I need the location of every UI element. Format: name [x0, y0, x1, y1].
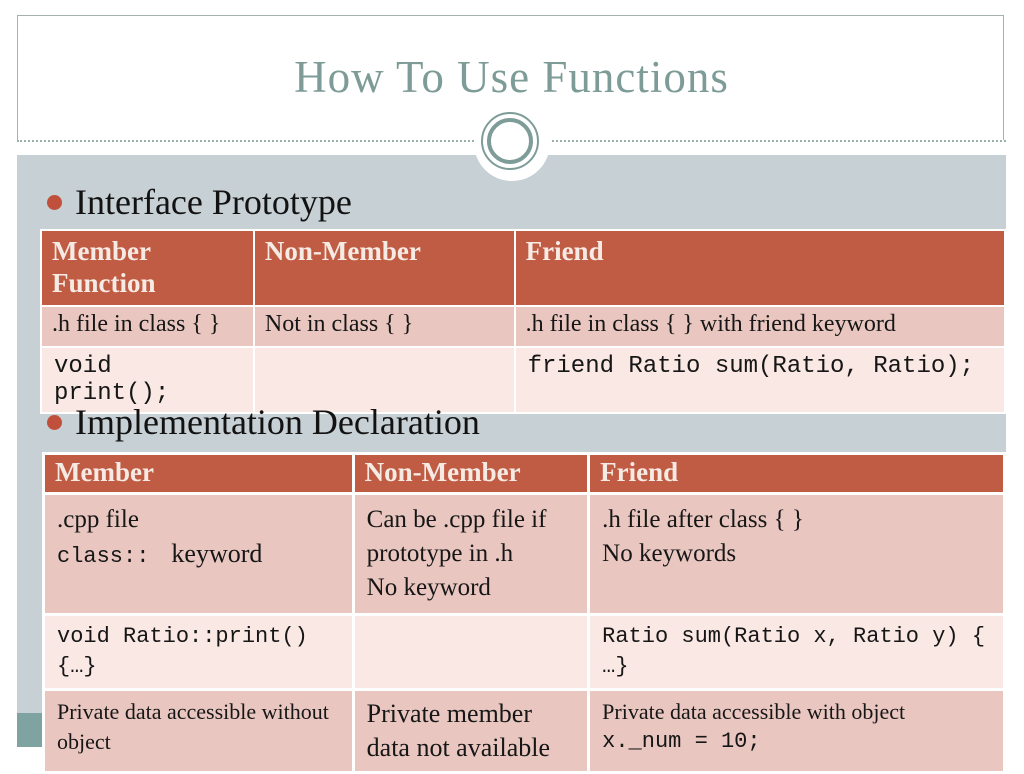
column-header-member: Member — [45, 455, 352, 492]
column-header-non-member: Non-Member — [254, 231, 514, 305]
section-heading-implementation-declaration: Implementation Declaration — [47, 402, 480, 443]
table-cell: Not in class { } — [254, 306, 514, 346]
table-row: void print(); friend Ratio sum(Ratio, Ra… — [42, 347, 1004, 412]
slide: How To Use Functions Interface Prototype… — [17, 15, 1006, 774]
cell-line: No keyword — [366, 574, 491, 601]
table-cell-code: void Ratio::print() {…} — [45, 616, 352, 688]
section-heading-label: Interface Prototype — [75, 182, 352, 222]
table-cell: Can be .cpp file if prototype in .h No k… — [354, 495, 588, 613]
bullet-icon — [47, 415, 62, 431]
column-header-non-member: Non-Member — [354, 455, 588, 492]
table-cell: .h file in class { } — [42, 306, 253, 346]
cell-line: Ratio sum(Ratio x, Ratio y) { — [602, 624, 986, 649]
implementation-declaration-table: Member Non-Member Friend .cpp file class… — [42, 452, 1006, 774]
table-cell: .cpp file class::keyword — [45, 495, 352, 613]
cell-line: .cpp file — [57, 506, 139, 533]
slide-title: How To Use Functions — [294, 52, 729, 102]
code-span: class:: — [57, 544, 150, 569]
cell-line: .h file after class { } — [602, 506, 804, 533]
cell-line: class::keyword — [57, 537, 340, 574]
interface-prototype-table: Member Function Non-Member Friend .h fil… — [40, 229, 1006, 414]
table-cell-code: Ratio sum(Ratio x, Ratio y) { …} — [590, 616, 1003, 688]
column-header-friend: Friend — [515, 231, 1004, 305]
text-span: keyword — [171, 539, 263, 568]
column-header-friend: Friend — [590, 455, 1003, 492]
table-row: void Ratio::print() {…} Ratio sum(Ratio … — [45, 616, 1003, 688]
cell-line: Private data accessible with object — [602, 699, 906, 724]
cell-line: No keywords — [602, 540, 737, 567]
cell-line: Can be .cpp file if prototype in .h — [366, 506, 547, 567]
table-cell-code: void print(); — [42, 347, 253, 412]
table-cell: Private data accessible without object — [45, 691, 352, 771]
table-cell-code: friend Ratio sum(Ratio, Ratio); — [515, 347, 1004, 412]
cell-line: …} — [602, 654, 629, 679]
table-header-row: Member Function Non-Member Friend — [42, 231, 1004, 305]
table-cell: .h file in class { } with friend keyword — [515, 306, 1004, 346]
table-row: .h file in class { } Not in class { } .h… — [42, 306, 1004, 346]
section-heading-label: Implementation Declaration — [75, 402, 480, 442]
table-cell: Private data accessible with object x._n… — [590, 691, 1003, 771]
table-row: .cpp file class::keyword Can be .cpp fil… — [45, 495, 1003, 613]
table-row: Private data accessible without object P… — [45, 691, 1003, 771]
circle-ornament-inner-ring — [487, 118, 533, 164]
cell-line-code: x._num = 10; — [602, 729, 761, 754]
table-cell: .h file after class { } No keywords — [590, 495, 1003, 613]
table-cell — [254, 347, 514, 412]
table-cell: Private member data not available — [354, 691, 588, 771]
bullet-icon — [47, 195, 62, 211]
table-cell — [354, 616, 588, 688]
table-header-row: Member Non-Member Friend — [45, 455, 1003, 492]
cell-line: {…} — [57, 654, 97, 679]
column-header-member-function: Member Function — [42, 231, 253, 305]
section-heading-interface-prototype: Interface Prototype — [47, 182, 352, 223]
cell-line: void Ratio::print() — [57, 624, 308, 649]
